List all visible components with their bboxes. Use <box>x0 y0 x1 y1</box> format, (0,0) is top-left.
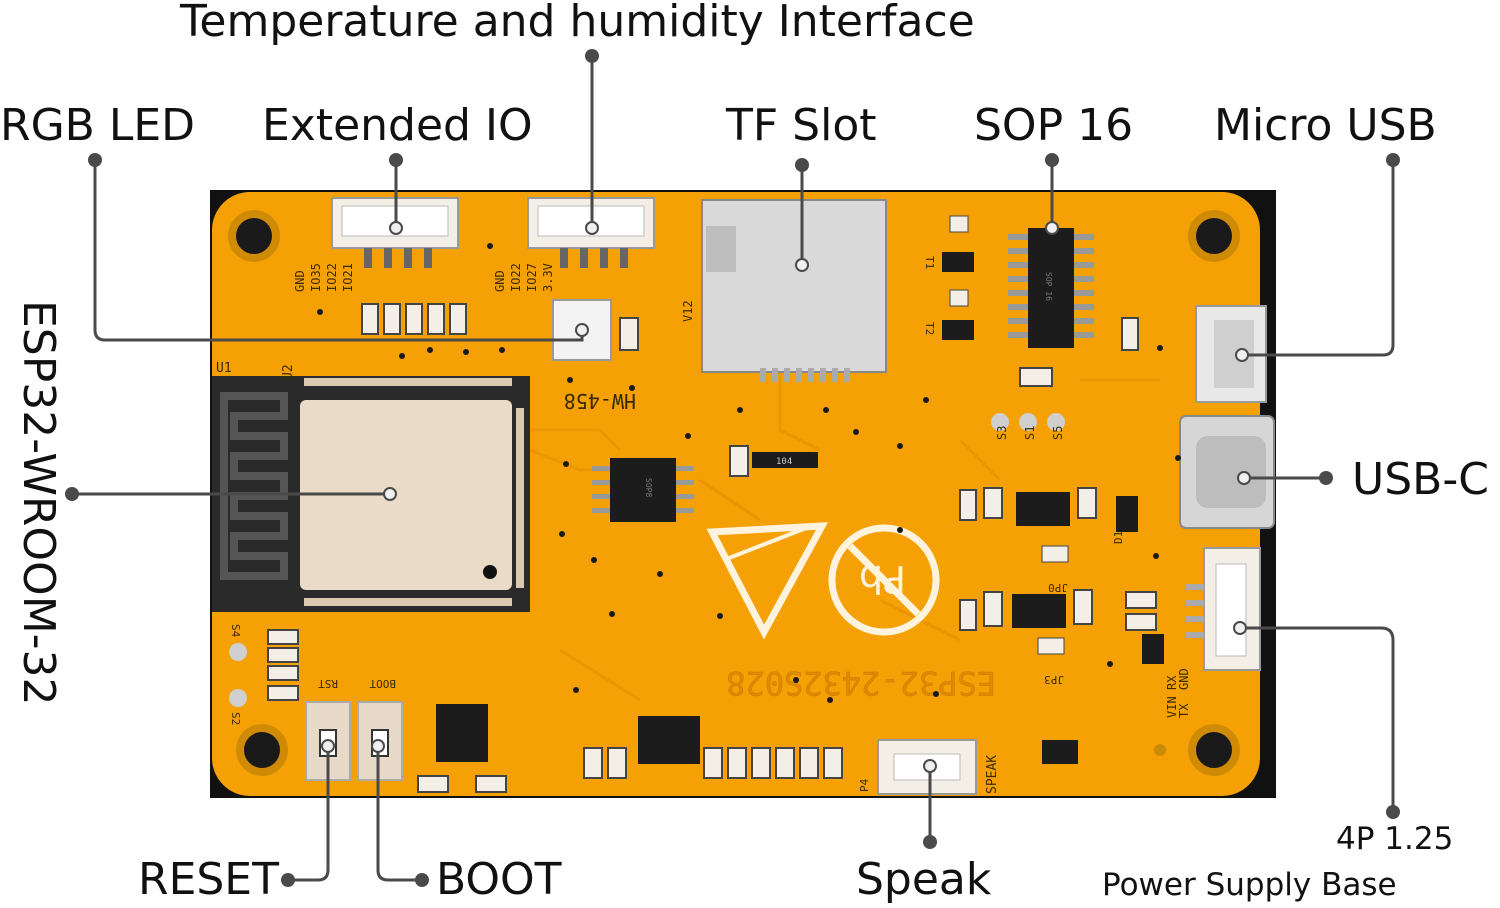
label-rgb-led: RGB LED <box>0 100 196 151</box>
resistor-row <box>361 303 467 335</box>
pcb-board <box>212 192 1260 796</box>
silk-t2: T2 <box>923 322 936 335</box>
silk-p4: P4 <box>858 778 871 792</box>
label-esp32: ESP32-WROOM-32 <box>13 300 64 706</box>
label-extended-io: Extended IO <box>262 100 533 151</box>
silk-jp3: JP3 <box>1044 673 1064 686</box>
silk-d1: D1 <box>1112 531 1125 544</box>
silk-jp0: JP0 <box>1048 581 1068 594</box>
power-supply-connector <box>1186 547 1261 671</box>
silk-boot: BOOT <box>369 677 396 690</box>
silk-sop16: SOP 16 <box>1044 272 1053 301</box>
silk-s3: S3 <box>995 426 1009 440</box>
leader-boot <box>376 746 422 882</box>
power-pin-labels: VIN TX RX GND <box>1165 668 1191 718</box>
power-pin: GND <box>1177 668 1191 690</box>
io-pin-a: IO21 <box>341 263 355 292</box>
tf-slot-component <box>701 199 887 382</box>
io-pin-a: IO35 <box>309 263 323 292</box>
io-pin-b: GND <box>493 270 507 292</box>
label-sop16: SOP 16 <box>974 100 1134 151</box>
silk-s1: S1 <box>1023 426 1037 440</box>
mount-hole <box>228 210 280 262</box>
leader-power <box>1240 626 1395 812</box>
silk-v12: V12 <box>681 300 695 322</box>
mounting-holes <box>228 210 1240 776</box>
leader-micro-usb <box>1242 160 1395 357</box>
sop8-chip <box>610 458 676 522</box>
silk-u2: U2 <box>281 364 296 380</box>
safety-symbols <box>706 522 940 640</box>
silk-s2: S2 <box>229 712 242 725</box>
sop16-component <box>1008 228 1094 348</box>
label-tf-slot: TF Slot <box>726 100 877 151</box>
mount-hole <box>1188 210 1240 262</box>
silk-u1: U1 <box>216 361 232 376</box>
label-reset: RESET <box>138 854 279 905</box>
label-micro-usb: Micro USB <box>1214 100 1437 151</box>
io-pin-labels-a: GND IO35 IO22 IO21 <box>293 263 355 292</box>
io-pin-b: IO27 <box>525 263 539 292</box>
label-power-size: 4P 1.25 <box>1336 821 1454 857</box>
io-pin-a: IO22 <box>325 263 339 292</box>
leader-reset <box>288 746 330 882</box>
leader-dots <box>65 49 1400 887</box>
label-usb-c: USB-C <box>1352 454 1489 505</box>
silk-model: ESP32-2432S028 <box>726 664 996 702</box>
silk-sop8: SOP8 <box>644 478 653 497</box>
usb-c-component <box>1179 415 1275 529</box>
silk-104: 104 <box>776 457 792 467</box>
io-pin-b: 3.3V <box>541 263 555 292</box>
label-speak: Speak <box>856 854 992 905</box>
io-pin-b: IO22 <box>509 263 523 292</box>
mount-hole <box>236 724 288 776</box>
silk-s4: S4 <box>229 624 242 638</box>
label-power-base: Power Supply Base <box>1102 867 1397 903</box>
power-pin: VIN <box>1165 696 1179 718</box>
silk-rst: RST <box>318 677 338 690</box>
leader-lines <box>72 56 1395 882</box>
leader-rgb-led <box>93 160 584 342</box>
mount-hole <box>1188 724 1240 776</box>
silk-s5: S5 <box>1051 426 1065 440</box>
svg-text:Pb: Pb <box>859 557 906 601</box>
silk-t1: T1 <box>923 256 936 269</box>
power-pin: TX <box>1177 703 1191 718</box>
silk-speak: SPEAK <box>985 755 1000 794</box>
label-temp-humidity: Temperature and humidity Interface <box>180 0 975 47</box>
power-pin: RX <box>1165 675 1179 690</box>
label-boot: BOOT <box>436 854 562 905</box>
io-pin-labels-b: GND IO22 IO27 3.3V <box>493 263 555 292</box>
io-pin-a: GND <box>293 270 307 292</box>
silk-hw458: HW-458 <box>564 389 636 413</box>
leader-targets <box>321 221 1251 773</box>
